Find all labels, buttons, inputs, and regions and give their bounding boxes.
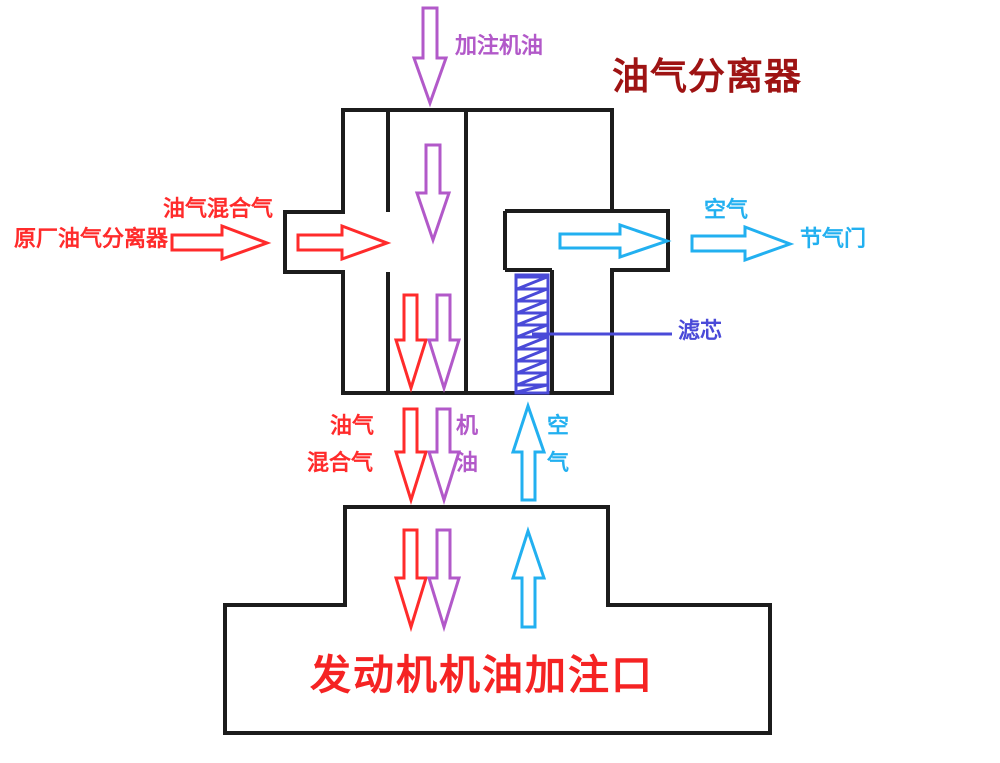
- filter-element-graphic: [514, 273, 550, 395]
- arrow-oil-gas-inlet: [296, 223, 392, 262]
- label-oil-gas-mixture-inlet: 油气混合气: [163, 197, 274, 222]
- label-engine-oil-filler-port: 发动机机油加注口: [310, 651, 654, 699]
- label-engine-oil-line2: 油: [456, 451, 479, 476]
- label-air-line2: 气: [547, 451, 570, 476]
- label-air-line1: 空: [547, 414, 570, 439]
- label-engine-oil-line1: 机: [456, 414, 479, 439]
- label-oil-gas-line2: 混合气: [307, 451, 374, 476]
- arrow-air-out-of-engine: [510, 526, 547, 629]
- label-throttle-valve: 节气门: [800, 227, 867, 252]
- arrow-air-gap-up: [510, 401, 547, 502]
- engine-block-outline: [223, 505, 772, 735]
- label-air-out: 空气: [704, 198, 749, 223]
- label-oil-gas-line1: 油气: [330, 414, 375, 439]
- label-filter-element: 滤芯: [678, 319, 723, 344]
- arrow-fill-oil-top: [411, 6, 449, 108]
- arrow-engine-oil-into-engine: [426, 528, 462, 633]
- page-title: 油气分离器: [612, 55, 802, 98]
- arrow-engine-oil-upper-channel: [414, 143, 452, 245]
- arrow-air-outlet-chamber: [558, 222, 672, 260]
- arrow-air-to-throttle: [690, 224, 795, 263]
- separator-body-outline: [283, 108, 670, 395]
- label-stock-separator: 原厂油气分离器: [14, 227, 169, 252]
- arrow-oil-gas-mixture-external: [170, 223, 272, 262]
- arrow-oil-gas-lower-channel: [393, 293, 429, 394]
- label-fill-oil: 加注机油: [455, 34, 544, 59]
- arrow-oil-gas-into-engine: [393, 528, 429, 633]
- arrow-engine-oil-lower-channel: [426, 293, 462, 394]
- arrow-oil-gas-gap: [393, 407, 429, 506]
- arrow-engine-oil-gap: [426, 407, 462, 506]
